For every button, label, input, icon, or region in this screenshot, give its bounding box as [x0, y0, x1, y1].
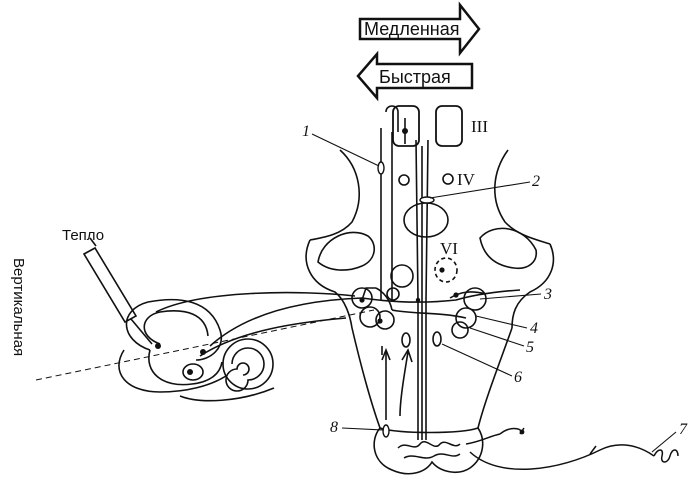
- nerve-end-dot: [519, 429, 525, 435]
- cerebellar-peduncles: [317, 227, 538, 271]
- pathway-arrows: [381, 346, 413, 420]
- slow-arrow: Медленная: [358, 1, 481, 57]
- label-VI: VI: [440, 239, 458, 258]
- fast-arrow: Быстрая: [356, 50, 474, 102]
- number-4: 4: [530, 320, 538, 337]
- neuron-dot-III: [402, 128, 408, 134]
- ampulla-dot: [155, 343, 161, 349]
- mlf-tracts: [380, 105, 429, 440]
- number-1: 1: [302, 123, 310, 140]
- number-3: 3: [543, 286, 552, 303]
- horizontal-axis-dashed: [35, 309, 375, 381]
- label-IV: IV: [457, 170, 476, 189]
- lesion-markers: [377, 161, 435, 438]
- heat-probe: [82, 237, 153, 345]
- utricle-dot: [200, 349, 206, 355]
- brainstem-outline: [305, 149, 555, 475]
- vertical-label: Вертикальная: [10, 258, 27, 356]
- vestibular-nuclei: [351, 287, 487, 348]
- fast-arrow-label: Быстрая: [379, 67, 451, 87]
- number-6: 6: [514, 369, 522, 386]
- spinal-nerve: [397, 427, 679, 470]
- slow-arrow-label: Медленная: [364, 19, 459, 39]
- number-2: 2: [532, 173, 540, 190]
- vestibular-pathways: [155, 287, 521, 357]
- number-8: 8: [330, 419, 338, 436]
- label-III: III: [471, 117, 488, 136]
- number-7: 7: [679, 421, 688, 438]
- number-5: 5: [526, 339, 534, 356]
- inner-ear: [118, 298, 275, 402]
- nucleus-dots: [359, 267, 459, 324]
- oculomotor-nuclei: [392, 105, 463, 147]
- heat-label: Тепло: [62, 227, 104, 244]
- saccule-dot: [187, 369, 193, 375]
- leader-lines: [311, 133, 677, 453]
- trochlear-nuclei: [398, 173, 454, 186]
